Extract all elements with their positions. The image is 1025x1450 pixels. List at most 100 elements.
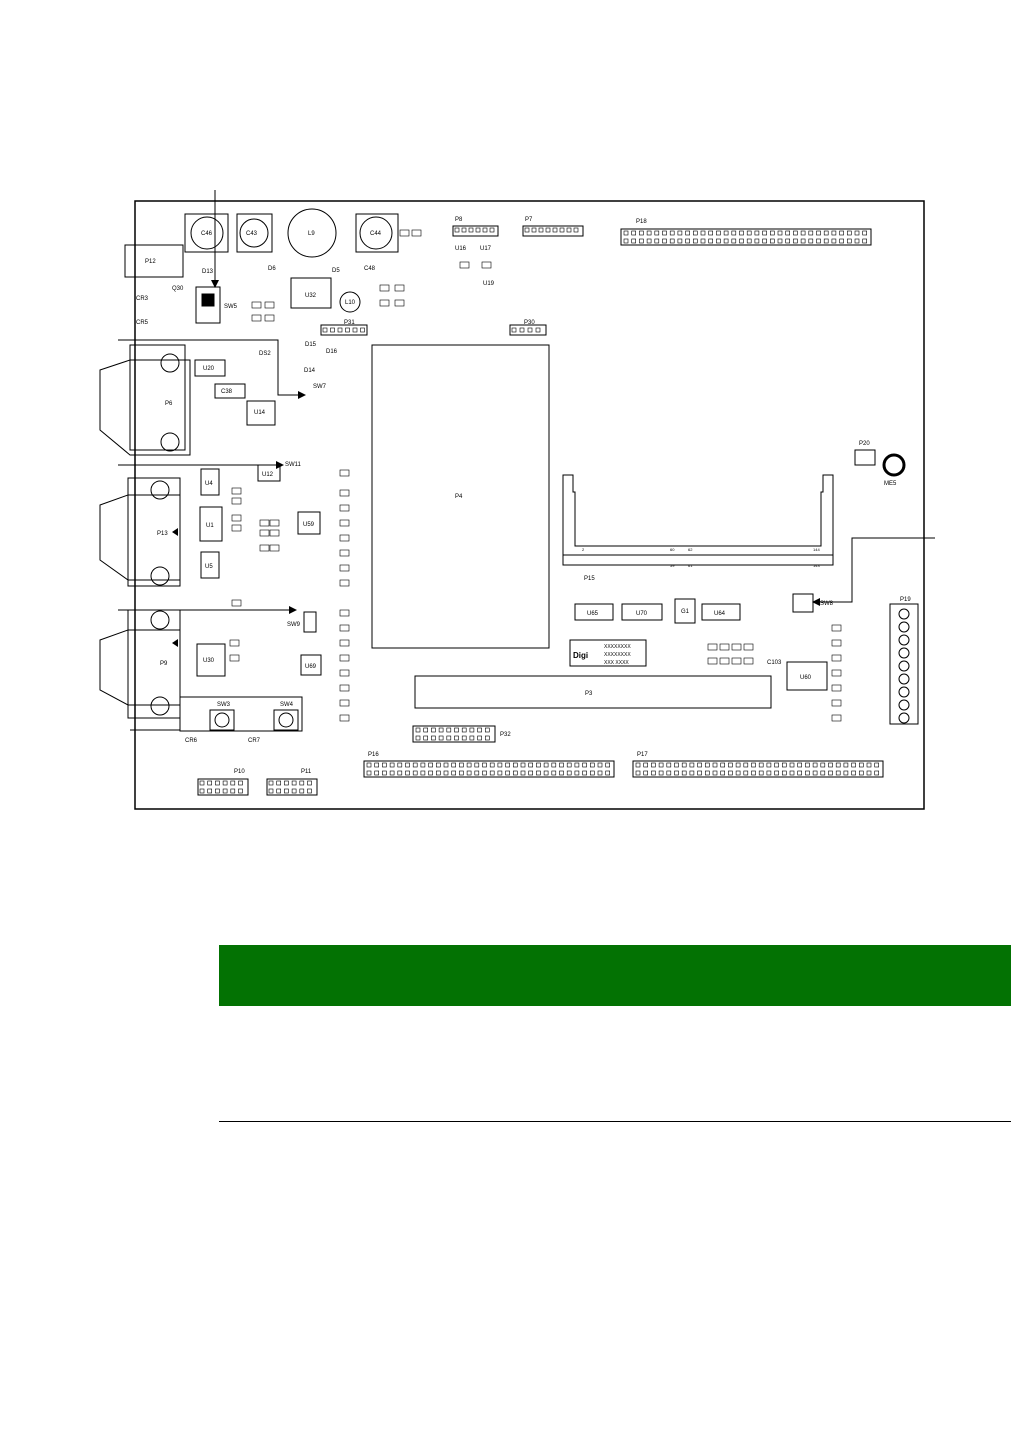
- header-pin: [789, 770, 795, 776]
- label-d15: D15: [305, 342, 317, 348]
- label-u64: U64: [714, 611, 726, 617]
- header-pin: [774, 770, 779, 776]
- header-pin: [739, 230, 744, 236]
- button-sw4: [273, 709, 299, 731]
- header-pin: [531, 227, 537, 233]
- smd-component: [459, 261, 470, 269]
- header-pin: [559, 770, 564, 776]
- header-pin: [443, 770, 449, 776]
- header-pin: [731, 238, 737, 244]
- header-pin: [631, 230, 637, 236]
- label-u4: U4: [205, 481, 213, 487]
- chip-c38: [214, 383, 246, 399]
- header-pin: [723, 238, 729, 244]
- label-d14: D14: [304, 368, 316, 374]
- header-pin: [389, 762, 395, 768]
- header-pin: [843, 762, 849, 768]
- header-pin: [276, 788, 282, 794]
- smd-component: [339, 684, 350, 692]
- header-pin: [459, 770, 464, 776]
- label-u5: U5: [205, 564, 213, 570]
- label-l10: L10: [345, 300, 356, 306]
- label-u16: U16: [455, 246, 467, 252]
- regulator-u32: [290, 277, 332, 309]
- header-pin: [307, 788, 312, 794]
- smd-component: [229, 654, 240, 662]
- smd-component: [251, 314, 262, 322]
- header-pin: [781, 762, 787, 768]
- header-pin: [573, 227, 579, 233]
- header-pin: [631, 238, 637, 244]
- label-p16: P16: [368, 752, 379, 758]
- header-pin: [704, 770, 710, 776]
- header-pin: [459, 762, 464, 768]
- header-pin: [454, 727, 459, 733]
- header-pin: [589, 762, 595, 768]
- header-p11: [266, 778, 318, 796]
- header-pin: [512, 762, 518, 768]
- header-pin: [743, 770, 749, 776]
- label-cr6: CR6: [185, 738, 198, 744]
- smd-component: [231, 487, 242, 495]
- capacitor-c43: [239, 218, 269, 248]
- header-pin: [828, 770, 833, 776]
- chip-u20: [194, 359, 226, 377]
- header-pin: [643, 762, 649, 768]
- header-pin: [566, 227, 572, 233]
- header-pin: [739, 238, 744, 244]
- smd-component: [269, 519, 280, 527]
- smd-component: [339, 714, 350, 722]
- callout-line-sw7: [118, 339, 305, 396]
- header-pin: [505, 762, 510, 768]
- smd-component: [831, 654, 842, 662]
- header-pin: [743, 762, 749, 768]
- header-pin: [754, 230, 760, 236]
- header-pin: [559, 227, 565, 233]
- label-d13: D13: [202, 269, 214, 275]
- smd-component: [707, 643, 718, 651]
- header-pin: [662, 238, 667, 244]
- header-pin: [654, 230, 660, 236]
- smd-component: [264, 314, 275, 322]
- header-pin: [366, 762, 372, 768]
- header-pin: [484, 735, 490, 741]
- label-u17: U17: [480, 246, 492, 252]
- header-pin: [797, 770, 803, 776]
- header-pin: [482, 227, 488, 233]
- header-pin: [646, 238, 652, 244]
- header-pin: [735, 770, 741, 776]
- part-code-1: XXXXXXXX: [604, 644, 631, 650]
- label-c43: C43: [246, 231, 258, 237]
- header-pin: [466, 770, 472, 776]
- header-pin: [566, 762, 572, 768]
- switch-sw9: [303, 611, 317, 633]
- chip-u69: [300, 654, 322, 676]
- label-d5: D5: [332, 268, 340, 274]
- header-pin: [816, 238, 821, 244]
- chip-u4: [200, 468, 220, 496]
- smd-component: [231, 599, 242, 607]
- header-pin: [468, 227, 474, 233]
- header-pin: [528, 770, 534, 776]
- header-pin: [207, 780, 212, 786]
- label-p6: P6: [165, 401, 173, 407]
- smd-component: [339, 489, 350, 497]
- section-banner: [219, 945, 1011, 1006]
- header-pin: [808, 230, 814, 236]
- header-pin: [605, 762, 611, 768]
- header-p31: [320, 324, 368, 336]
- header-pin: [420, 770, 426, 776]
- header-pin: [666, 762, 672, 768]
- header-pin: [536, 770, 541, 776]
- label-l9: L9: [308, 231, 315, 237]
- smd-component: [707, 657, 718, 665]
- header-pin: [454, 227, 460, 233]
- header-pin: [545, 227, 551, 233]
- chip-u59: [297, 511, 321, 535]
- header-pin: [574, 762, 580, 768]
- header-pin: [435, 762, 441, 768]
- label-u30: U30: [203, 658, 215, 664]
- header-p7: [522, 225, 584, 237]
- pin-144: 144: [813, 547, 820, 552]
- header-pin: [704, 762, 710, 768]
